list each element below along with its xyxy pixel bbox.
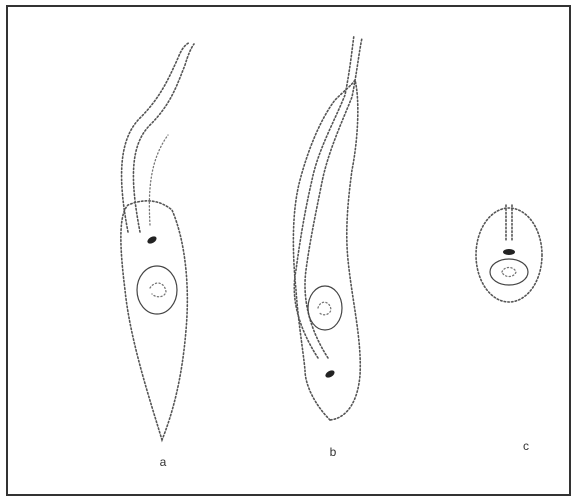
cell-c	[476, 205, 542, 302]
figure-frame	[7, 6, 570, 495]
cell-c-kinetoplast	[503, 249, 515, 255]
cell-a-kinetoplast	[146, 235, 158, 245]
cell-c-flagellum	[506, 205, 512, 240]
cell-b-nucleus	[308, 286, 342, 330]
label-b: b	[330, 445, 337, 459]
cell-b-flagellum-inner	[305, 38, 362, 358]
cell-c-nucleolus	[502, 268, 516, 277]
cell-b-nucleolus	[318, 302, 331, 315]
cell-b-flagellum	[294, 35, 354, 358]
cell-b-body	[293, 80, 360, 420]
cell-a-nucleolus	[150, 283, 166, 297]
label-a: a	[160, 455, 167, 469]
cell-a	[121, 42, 194, 440]
cell-a-nucleus	[137, 266, 177, 314]
cell-b	[293, 35, 362, 420]
label-c: c	[523, 439, 529, 453]
cell-c-nucleus	[490, 259, 528, 285]
cell-b-kinetoplast	[324, 369, 336, 379]
cell-a-membrane	[149, 135, 168, 225]
